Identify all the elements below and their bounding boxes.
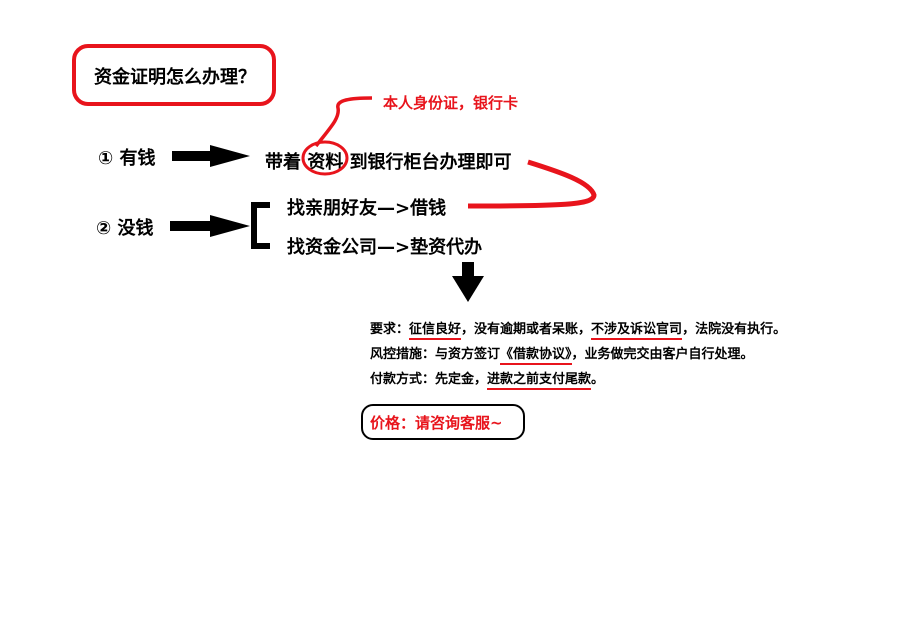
payment-end: 。 xyxy=(591,372,605,387)
requirement-litigation: 不涉及诉讼官司 xyxy=(591,322,683,340)
risk-control-start: 与资方签订 xyxy=(435,347,501,362)
bracket-icon xyxy=(251,202,270,249)
price-text: 价格：请咨询客服~ xyxy=(370,414,503,432)
requirement-line: 要求：征信良好，没有逾期或者呆账，不涉及诉讼官司，法院没有执行。 xyxy=(370,317,786,342)
payment-label: 付款方式： xyxy=(370,372,436,387)
arrow-right-icon xyxy=(172,145,250,167)
price-frame xyxy=(361,404,525,440)
requirement-mid: ，没有逾期或者呆账， xyxy=(461,322,592,337)
option-2-text: 没钱 xyxy=(117,218,154,239)
title-frame xyxy=(72,44,276,106)
option-2-number: ② xyxy=(96,218,112,239)
arrow-down-icon xyxy=(452,262,484,302)
highlight-circle xyxy=(301,140,349,176)
risk-control-agreement: 《借款协议》 xyxy=(500,347,572,365)
risk-control-label: 风控措施： xyxy=(370,347,436,362)
payment-balance: 进款之前支付尾款 xyxy=(487,372,592,390)
branch-fund-company: 找资金公司—>垫资代办 xyxy=(287,237,483,258)
action-prefix: 带着 xyxy=(265,152,301,173)
option-1-text: 有钱 xyxy=(119,148,156,169)
note-connector xyxy=(314,96,373,148)
link-curve xyxy=(467,159,597,209)
risk-control-end: ，业务做完交由客户自行处理。 xyxy=(571,347,754,362)
requirement-end: ，法院没有执行。 xyxy=(682,322,787,337)
documents-note: 本人身份证，银行卡 xyxy=(383,94,519,112)
option-2-label: ② 没钱 xyxy=(96,214,154,240)
action-suffix: 到银行柜台办理即可 xyxy=(349,152,512,173)
payment-line: 付款方式：先定金，进款之前支付尾款。 xyxy=(370,367,604,392)
requirement-label: 要求： xyxy=(370,322,410,337)
payment-deposit: 先定金， xyxy=(435,372,488,387)
arrow-right-icon xyxy=(170,215,250,237)
option-1-action: 带着 资料 到银行柜台办理即可 xyxy=(265,148,512,174)
action-highlight: 资料 xyxy=(307,152,344,173)
requirement-credit: 征信良好 xyxy=(409,322,462,340)
option-1-label: ① 有钱 xyxy=(98,144,156,170)
option-1-number: ① xyxy=(98,148,114,169)
page-title: 资金证明怎么办理？ xyxy=(94,67,256,88)
branch-friends: 找亲朋好友—>借钱 xyxy=(287,198,447,219)
risk-control-line: 风控措施：与资方签订《借款协议》，业务做完交由客户自行处理。 xyxy=(370,342,754,367)
